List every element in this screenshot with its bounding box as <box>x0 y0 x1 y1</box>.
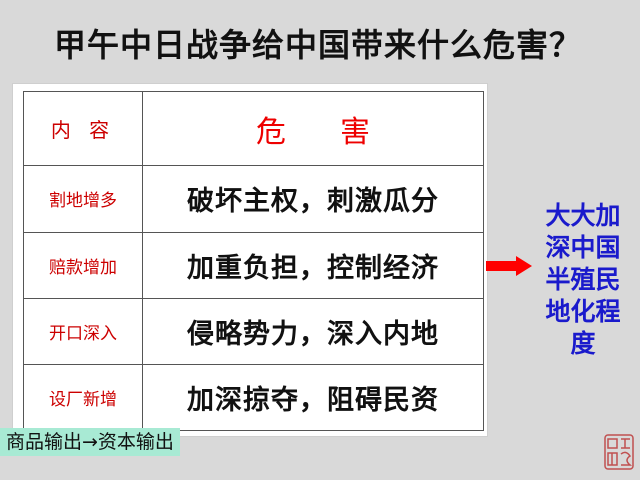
row-harm: 加重负担，控制经济 <box>142 231 484 299</box>
table-row: 割地增多 破坏主权，刺激瓜分 <box>23 165 484 233</box>
row-content: 开口深入 <box>23 297 143 365</box>
page-title: 甲午中日战争给中国带来什么危害？ <box>54 26 583 64</box>
table-row: 赔款增加 加重负担，控制经济 <box>23 231 484 299</box>
row-harm: 加深掠夺，阻碍民资 <box>142 363 484 432</box>
note-label: 商品输出→资本输出 <box>0 428 180 456</box>
table-panel: 内 容 危害 割地增多 破坏主权，刺激瓜分 赔款增加 加重负担，控制经济 开口深… <box>13 84 487 436</box>
row-content: 割地增多 <box>23 165 143 233</box>
header-content: 内 容 <box>23 90 143 167</box>
seal-stamp-icon <box>604 434 634 470</box>
harm-table: 内 容 危害 割地增多 破坏主权，刺激瓜分 赔款增加 加重负担，控制经济 开口深… <box>23 90 484 432</box>
right-arrow-icon <box>486 256 532 276</box>
table-row: 设厂新增 加深掠夺，阻碍民资 <box>23 363 484 432</box>
header-harm-right: 害 <box>340 114 370 150</box>
row-content: 赔款增加 <box>23 231 143 299</box>
table-header-row: 内 容 危害 <box>23 90 484 167</box>
header-harm: 危害 <box>142 90 484 167</box>
table-row: 开口深入 侵略势力，深入内地 <box>23 297 484 365</box>
header-harm-left: 危 <box>256 114 286 150</box>
result-text: 大大加深中国半殖民地化程度 <box>545 201 621 358</box>
row-harm: 侵略势力，深入内地 <box>142 297 484 365</box>
row-harm: 破坏主权，刺激瓜分 <box>142 165 484 233</box>
row-content: 设厂新增 <box>23 363 143 432</box>
